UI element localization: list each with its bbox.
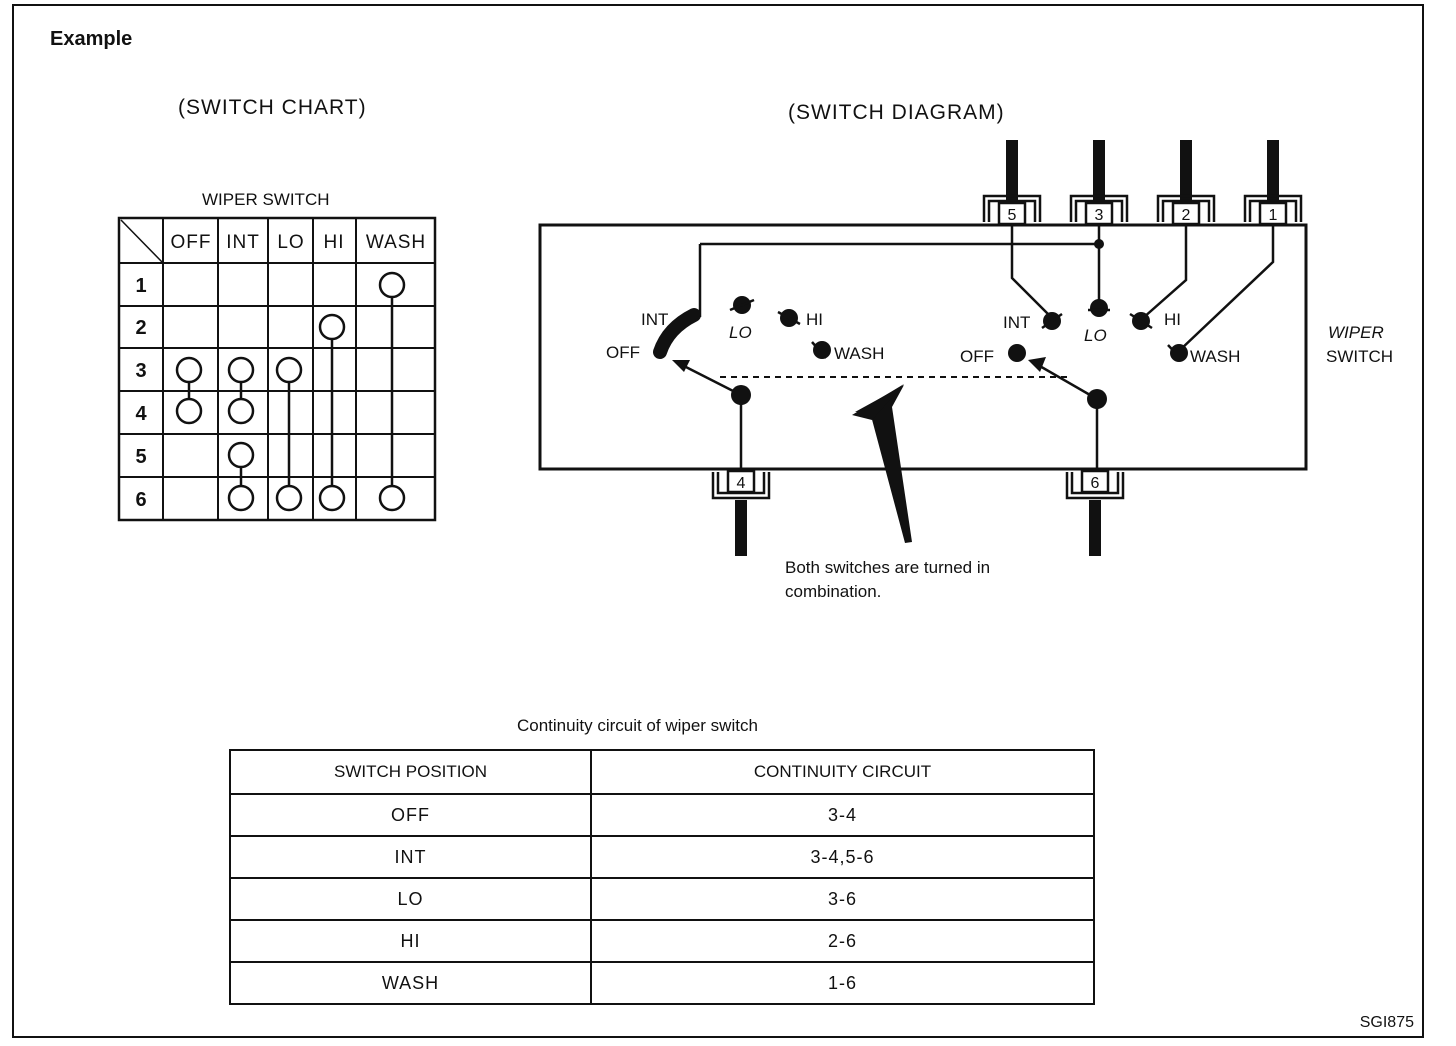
right-wash-label: WASH bbox=[1190, 347, 1240, 366]
left-int-label: INT bbox=[641, 310, 668, 329]
table-row: LO 3-6 bbox=[229, 877, 1095, 921]
table-row: WASH 1-6 bbox=[229, 961, 1095, 1005]
terminal-3: 3 bbox=[1095, 207, 1104, 224]
chart-row-4: 4 bbox=[135, 403, 147, 425]
chart-col-lo: LO bbox=[277, 232, 304, 253]
chart-row-1: 1 bbox=[135, 275, 146, 297]
chart-dot bbox=[378, 484, 406, 512]
combination-note-line-1: Both switches are turned in bbox=[785, 558, 991, 577]
terminal-4: 4 bbox=[737, 475, 746, 492]
position-cell: HI bbox=[229, 919, 592, 963]
right-off-label: OFF bbox=[960, 347, 994, 366]
switch-chart-grid bbox=[117, 216, 437, 522]
chart-row-3: 3 bbox=[135, 360, 146, 382]
chart-dot bbox=[227, 441, 255, 469]
table-row: INT 3-4,5-6 bbox=[229, 835, 1095, 879]
chart-dot bbox=[227, 356, 255, 384]
chart-dot bbox=[227, 484, 255, 512]
chart-dot bbox=[378, 271, 406, 299]
switch-label: SWITCH bbox=[1326, 347, 1393, 366]
right-lo-label: LO bbox=[1084, 326, 1107, 345]
example-title: Example bbox=[50, 28, 133, 50]
position-cell: WASH bbox=[229, 961, 592, 1005]
combination-note-line-2: combination. bbox=[785, 582, 882, 601]
circuit-cell: 2-6 bbox=[590, 919, 1095, 963]
terminal-5: 5 bbox=[1008, 207, 1017, 224]
terminal-2: 2 bbox=[1182, 207, 1191, 224]
left-hi-label: HI bbox=[806, 310, 823, 329]
left-wash-label: WASH bbox=[834, 344, 884, 363]
chart-row-5: 5 bbox=[135, 446, 146, 468]
continuity-table: SWITCH POSITION CONTINUITY CIRCUIT OFF 3… bbox=[229, 749, 1095, 1005]
switch-chart-caption: WIPER SWITCH bbox=[202, 190, 330, 209]
continuity-table-caption: Continuity circuit of wiper switch bbox=[517, 716, 758, 735]
table-header-row: SWITCH POSITION CONTINUITY CIRCUIT bbox=[229, 749, 1095, 795]
chart-dot bbox=[318, 484, 346, 512]
right-hi-label: HI bbox=[1164, 310, 1181, 329]
wiper-label: WIPER bbox=[1328, 323, 1384, 342]
right-int-label: INT bbox=[1003, 313, 1030, 332]
header-continuity-circuit: CONTINUITY CIRCUIT bbox=[590, 749, 1095, 795]
circuit-cell: 3-6 bbox=[590, 877, 1095, 921]
chart-dot bbox=[227, 397, 255, 425]
chart-col-hi: HI bbox=[324, 232, 345, 253]
left-lo-label: LO bbox=[729, 323, 752, 342]
chart-dot bbox=[175, 356, 203, 384]
table-row: HI 2-6 bbox=[229, 919, 1095, 963]
circuit-cell: 3-4,5-6 bbox=[590, 835, 1095, 879]
circuit-cell: 1-6 bbox=[590, 961, 1095, 1005]
chart-col-off: OFF bbox=[171, 232, 212, 253]
position-cell: OFF bbox=[229, 793, 592, 837]
chart-dot bbox=[275, 356, 303, 384]
header-switch-position: SWITCH POSITION bbox=[229, 749, 592, 795]
figure-id: SGI875 bbox=[1359, 1014, 1414, 1031]
table-row: OFF 3-4 bbox=[229, 793, 1095, 837]
chart-col-wash: WASH bbox=[366, 232, 426, 253]
switch-diagram-header: (SWITCH DIAGRAM) bbox=[788, 101, 1005, 124]
chart-dot bbox=[175, 397, 203, 425]
left-off-label: OFF bbox=[606, 343, 640, 362]
chart-row-2: 2 bbox=[135, 317, 146, 339]
chart-col-int: INT bbox=[226, 232, 260, 253]
chart-dot bbox=[318, 313, 346, 341]
chart-dot bbox=[275, 484, 303, 512]
chart-row-6: 6 bbox=[135, 489, 146, 511]
switch-diagram bbox=[538, 140, 1308, 556]
terminal-1: 1 bbox=[1269, 207, 1278, 224]
figure-frame bbox=[12, 4, 1424, 1038]
position-cell: LO bbox=[229, 877, 592, 921]
switch-chart-header: (SWITCH CHART) bbox=[178, 96, 367, 119]
circuit-cell: 3-4 bbox=[590, 793, 1095, 837]
terminal-6: 6 bbox=[1091, 475, 1100, 492]
position-cell: INT bbox=[229, 835, 592, 879]
